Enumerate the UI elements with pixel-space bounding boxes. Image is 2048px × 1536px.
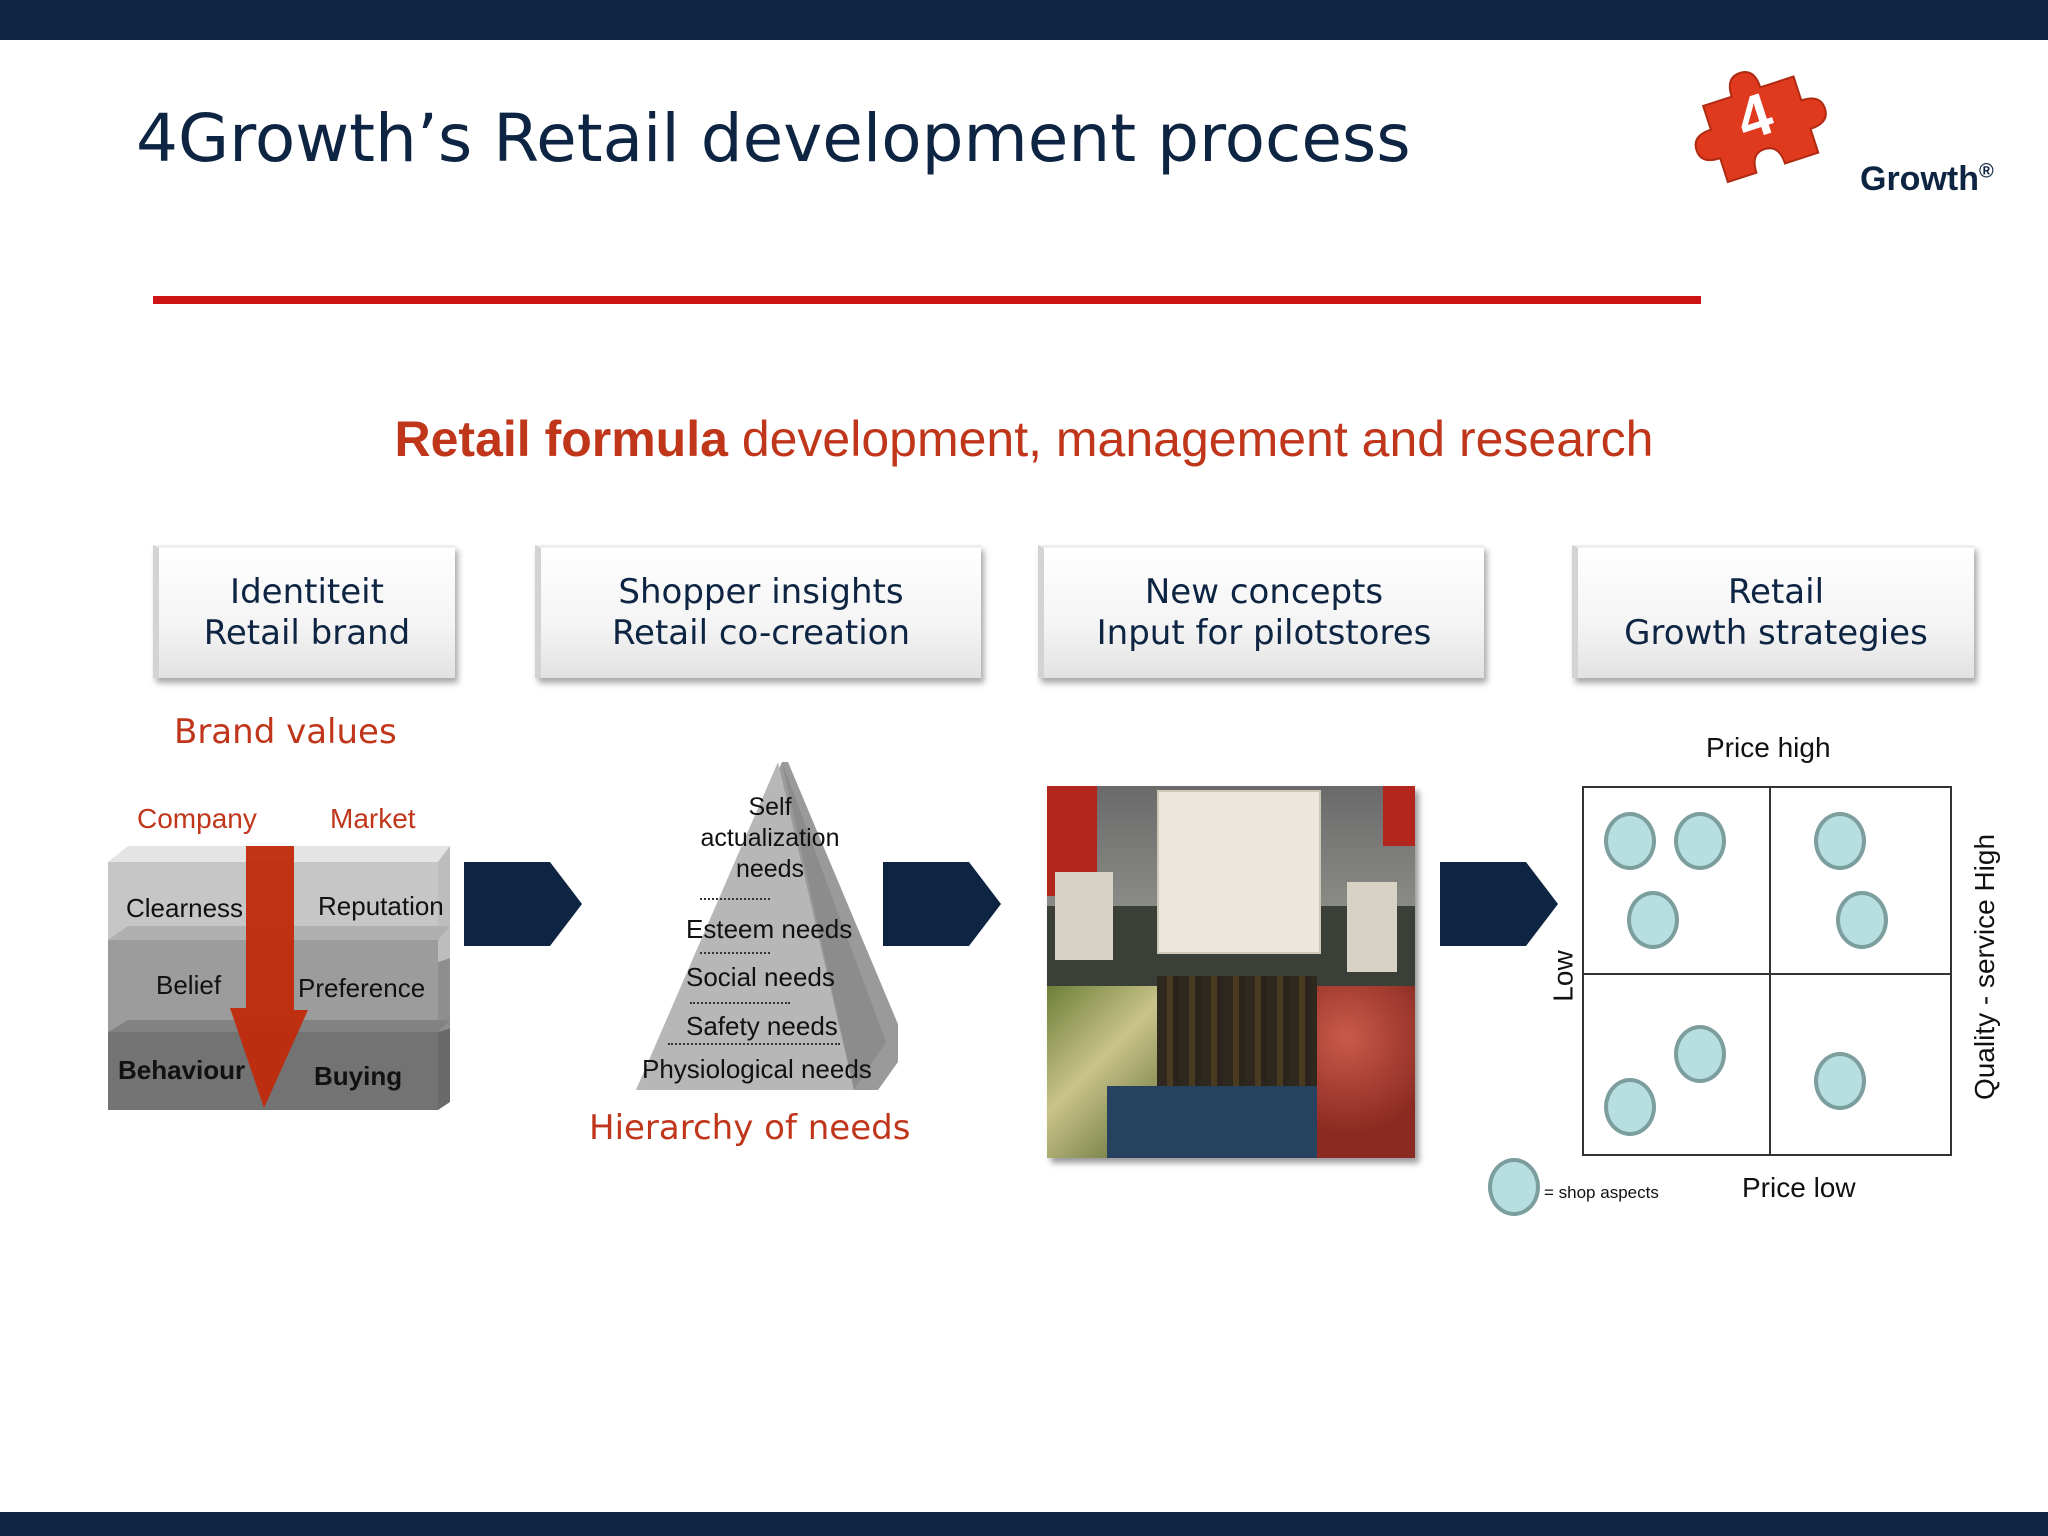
matrix-left-label: Low <box>1547 950 1579 1002</box>
flow-arrow-1 <box>464 862 582 946</box>
layer-clearness: Clearness <box>126 893 244 923</box>
bottom-bar <box>0 1512 2048 1536</box>
subtitle-bold: Retail formula <box>394 411 728 467</box>
title-divider <box>153 296 1701 304</box>
logo-text: Growth® <box>1860 160 1994 199</box>
step-line2: Growth strategies <box>1624 613 1928 653</box>
photo-crates <box>1107 1086 1347 1158</box>
matrix-top-label: Price high <box>1706 732 1831 763</box>
photo-apples <box>1317 986 1415 1158</box>
flow-arrow-3 <box>1440 862 1558 946</box>
need-safety: Safety needs <box>686 1011 838 1041</box>
need-physiological: Physiological needs <box>642 1054 872 1084</box>
need-esteem: Esteem needs <box>686 914 853 944</box>
need-self-actualization: Self actualization needs <box>700 793 840 883</box>
level-separator <box>700 952 770 954</box>
page-title: 4Growth’s Retail development process <box>136 100 1411 177</box>
needs-pyramid <box>636 762 898 1090</box>
section-subtitle: Retail formula development, management a… <box>0 410 2048 468</box>
layer-reputation: Reputation <box>318 891 444 921</box>
need-social: Social needs <box>686 962 835 992</box>
legend-text: = shop aspects <box>1544 1183 1659 1202</box>
step-box-growth-strategies: Retail Growth strategies <box>1572 545 1974 678</box>
step-line2: Retail co-creation <box>611 613 911 653</box>
strategy-matrix <box>1582 786 1952 1156</box>
shop-aspect-marker <box>1814 812 1866 870</box>
photo-poster <box>1157 790 1321 954</box>
company-label: Company <box>137 803 257 834</box>
subtitle-rest: development, management and research <box>727 411 1654 467</box>
shop-aspect-marker <box>1627 891 1679 949</box>
layer-buying: Buying <box>314 1061 403 1091</box>
brand-values-block <box>108 846 450 1110</box>
layer-behaviour: Behaviour <box>118 1055 246 1085</box>
hierarchy-caption: Hierarchy of needs <box>589 1108 911 1148</box>
top-bar <box>0 0 2048 40</box>
level-separator <box>690 1002 790 1004</box>
logo-wordmark: Growth <box>1860 160 1979 198</box>
photo-bottles <box>1157 976 1317 1096</box>
shop-aspect-marker <box>1814 1052 1866 1110</box>
shop-aspect-marker <box>1604 1078 1656 1136</box>
flow-arrow-2 <box>883 862 1001 946</box>
company-logo: 4 Growth® <box>1680 54 2020 204</box>
market-label: Market <box>330 803 416 834</box>
level-separator <box>668 1043 840 1045</box>
shop-aspect-marker <box>1836 891 1888 949</box>
matrix-vertical-divider <box>1769 788 1771 1154</box>
matrix-bottom-label: Price low <box>1742 1172 1856 1203</box>
matrix-horizontal-divider <box>1584 973 1950 975</box>
shop-aspect-marker <box>1674 1025 1726 1083</box>
shop-aspect-marker <box>1674 812 1726 870</box>
photo-poster-small <box>1055 872 1113 960</box>
layer-preference: Preference <box>298 973 426 1003</box>
step-line2: Input for pilotstores <box>1096 613 1432 653</box>
matrix-right-label: Quality - service High <box>1969 833 2000 1101</box>
registered-mark: ® <box>1978 160 1994 183</box>
shop-aspect-marker <box>1604 812 1656 870</box>
level-separator <box>700 898 770 900</box>
step-box-new-concepts: New concepts Input for pilotstores <box>1038 545 1484 678</box>
step-line1: New concepts <box>1144 572 1384 612</box>
step-line1: Retail <box>1727 572 1825 612</box>
step-box-identity: Identiteit Retail brand <box>153 545 455 678</box>
layer-belief: Belief <box>156 970 222 1000</box>
store-photo <box>1047 786 1415 1158</box>
brand-values-heading: Brand values <box>174 712 397 752</box>
puzzle-logo-icon <box>1694 71 1827 184</box>
legend-marker <box>1488 1158 1540 1216</box>
step-line2: Retail brand <box>203 613 411 653</box>
photo-red-sign <box>1383 786 1415 846</box>
step-line1: Identiteit <box>230 572 384 612</box>
step-box-shopper-insights: Shopper insights Retail co-creation <box>535 545 981 678</box>
photo-poster-right <box>1347 882 1397 972</box>
step-line1: Shopper insights <box>618 572 904 612</box>
